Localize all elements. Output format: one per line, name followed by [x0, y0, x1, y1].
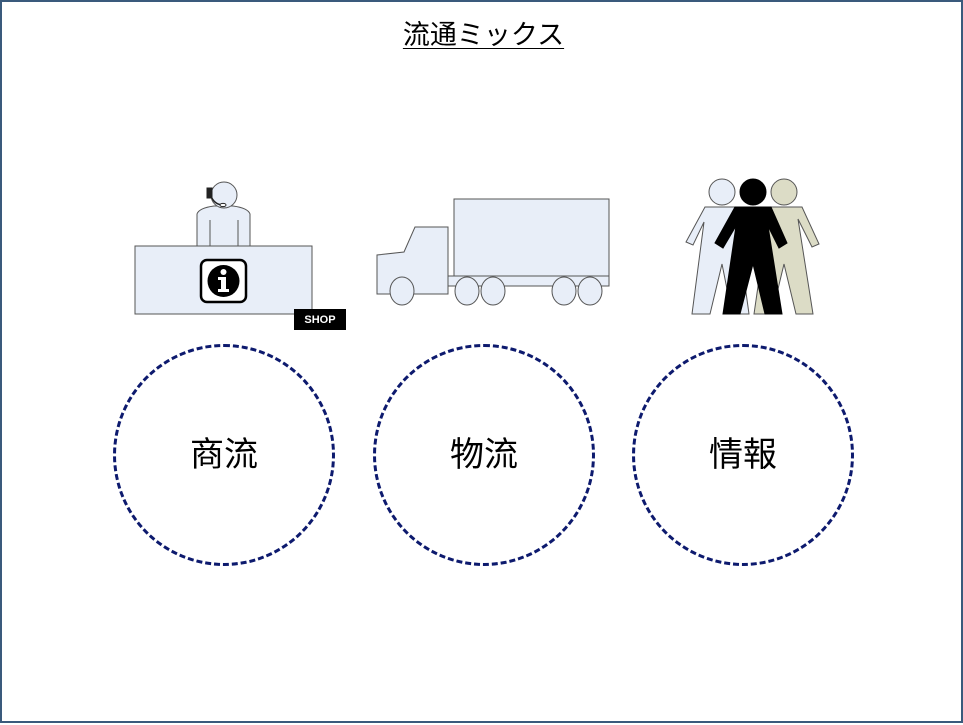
truck-icon	[376, 198, 610, 306]
circle-label: 情報	[709, 435, 777, 475]
circle-commercial-flow: 商流	[113, 344, 335, 566]
circle-information: 情報	[632, 344, 854, 566]
circle-label: 物流	[450, 435, 518, 475]
shop-counter-icon	[134, 181, 313, 315]
circle-logistics: 物流	[373, 344, 595, 566]
info-icon	[199, 258, 248, 304]
people-group-icon	[685, 178, 820, 315]
shop-label: SHOP	[294, 309, 346, 330]
diagram-title: 流通ミックス	[402, 20, 565, 51]
circle-label: 商流	[190, 435, 258, 475]
